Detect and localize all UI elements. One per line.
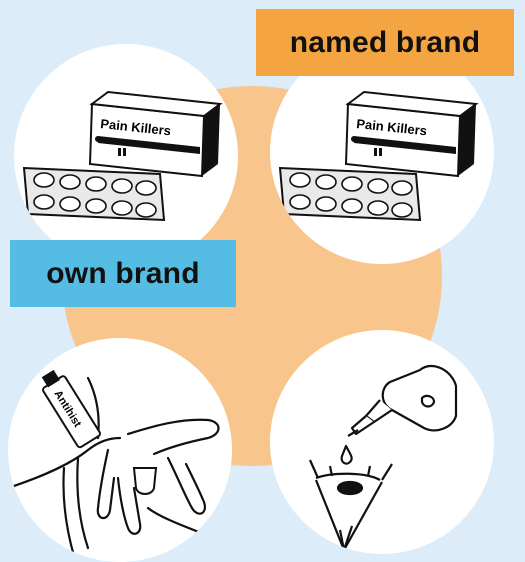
antihistamine-circle: Antihist	[8, 338, 232, 562]
painkiller-circle-left: Pain Killers	[14, 44, 238, 268]
eye-drops-circle	[270, 330, 494, 554]
cream-tube-hand-icon: Antihist	[8, 338, 232, 562]
own-brand-label: own brand	[10, 240, 236, 307]
named-brand-text: named brand	[290, 26, 481, 60]
painkiller-box-icon: Pain Killers	[14, 44, 238, 268]
own-brand-text: own brand	[46, 257, 199, 291]
eye-drops-icon	[270, 330, 494, 554]
named-brand-label: named brand	[256, 9, 514, 76]
